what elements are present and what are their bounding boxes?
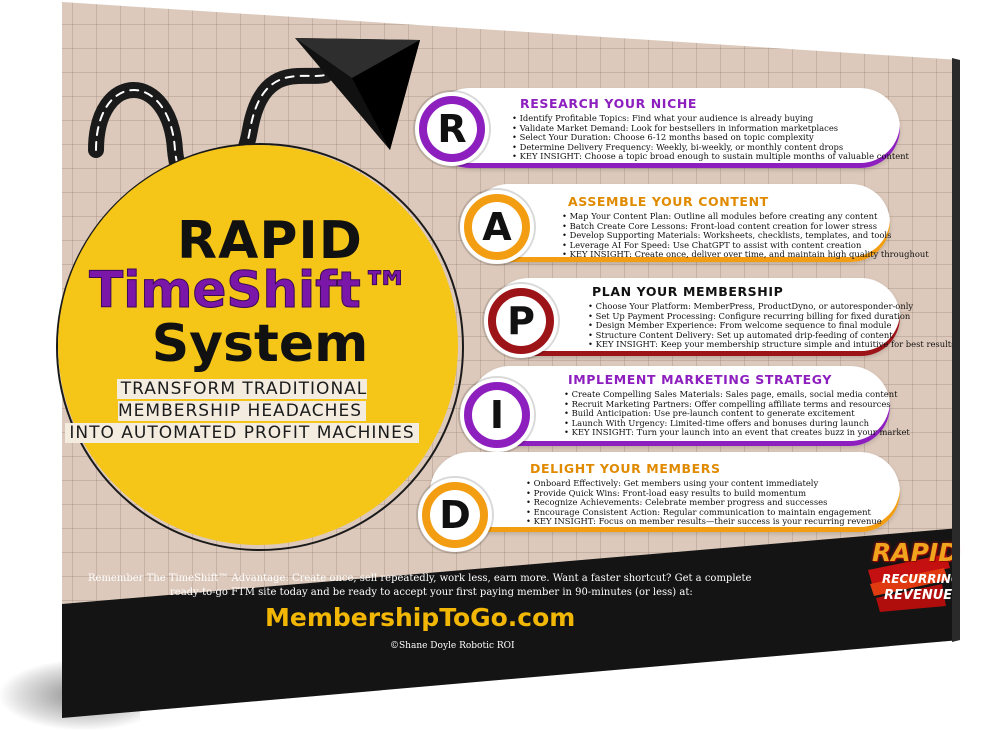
list-item: KEY INSIGHT: Create once, deliver over t…	[562, 250, 929, 260]
step-assemble-badge: A	[460, 190, 534, 264]
list-item: Identify Profitable Topics: Find what yo…	[512, 113, 909, 124]
list-item: Determine Delivery Frequency: Weekly, bi…	[512, 142, 909, 153]
list-item: Leverage AI For Speed: Use ChatGPT to as…	[562, 240, 929, 251]
list-item: Launch With Urgency: Limited-time offers…	[564, 418, 910, 429]
poster-edge	[952, 58, 960, 642]
copyright: ©Shane Doyle Robotic ROI	[390, 641, 515, 651]
title-timeshift: TimeShift™	[89, 261, 412, 319]
footer-line-1: Remember The TimeShift™ Advantage: Creat…	[88, 573, 752, 584]
step-assemble-list: Map Your Content Plan: Outline all modul…	[562, 211, 929, 260]
step-assemble-title: Assemble Your Content	[568, 194, 769, 209]
title-rapid: RAPID	[177, 211, 363, 271]
title-system: System	[151, 314, 369, 374]
list-item: Set Up Payment Processing: Configure rec…	[588, 311, 955, 322]
letter-i: I	[472, 390, 522, 440]
logo-revenue: REVENUE	[884, 588, 953, 603]
step-delight-list: Onboard Effectively: Get members using y…	[526, 478, 882, 527]
list-item: Onboard Effectively: Get members using y…	[526, 478, 882, 489]
letter-a: A	[472, 202, 522, 252]
paper-plane-icon	[295, 38, 420, 150]
letter-p: P	[496, 296, 546, 346]
step-implement-list: Create Compelling Sales Materials: Sales…	[564, 389, 910, 438]
list-item: Create Compelling Sales Materials: Sales…	[564, 389, 910, 400]
list-item: Recognize Achievements: Celebrate member…	[526, 498, 882, 508]
letter-d: D	[430, 490, 480, 540]
subtitle-line-2: into Automated Profit Machines	[65, 423, 419, 443]
step-plan-badge: P	[484, 284, 558, 358]
list-item: Structure Content Delivery: Set up autom…	[588, 330, 955, 341]
list-item: Choose Your Platform: MemberPress, Produ…	[588, 301, 955, 312]
footer-url-link[interactable]: MembershipToGo.com	[265, 603, 576, 632]
letter-r: R	[427, 104, 477, 154]
step-implement-title: Implement Marketing Strategy	[568, 372, 833, 387]
list-item: KEY INSIGHT: Turn your launch into an ev…	[564, 428, 910, 438]
list-item: Develop Supporting Materials: Worksheets…	[562, 231, 929, 241]
step-delight-badge: D	[418, 478, 492, 552]
list-item: KEY INSIGHT: Keep your membership struct…	[588, 340, 956, 350]
logo-flame-icon	[868, 554, 950, 612]
step-plan-title: Plan Your Membership	[592, 284, 784, 299]
list-item: Select Your Duration: Choose 6-12 months…	[512, 133, 909, 143]
step-implement-badge: I	[460, 378, 534, 452]
step-research-list: Identify Profitable Topics: Find what yo…	[512, 113, 909, 162]
logo-recurring: RECURRING	[882, 572, 961, 586]
step-delight-title: Delight Your Members	[530, 461, 721, 476]
list-item: Validate Market Demand: Look for bestsel…	[512, 123, 909, 134]
circle-outline	[56, 143, 464, 551]
list-item: KEY INSIGHT: Focus on member results—the…	[526, 517, 882, 527]
logo-rapid: RAPID	[872, 538, 959, 567]
step-plan-list: Choose Your Platform: MemberPress, Produ…	[588, 301, 956, 350]
list-item: Batch Create Core Lessons: Front-load co…	[562, 221, 929, 232]
list-item: Map Your Content Plan: Outline all modul…	[562, 211, 929, 222]
list-item: KEY INSIGHT: Choose a topic broad enough…	[512, 152, 909, 162]
step-research-title: Research Your Niche	[520, 96, 698, 111]
step-research-badge: R	[415, 92, 489, 166]
list-item: Design Member Experience: From welcome s…	[588, 321, 955, 331]
list-item: Build Anticipation: Use pre-launch conte…	[564, 409, 910, 419]
list-item: Encourage Consistent Action: Regular com…	[526, 507, 882, 518]
list-item: Provide Quick Wins: Front-load easy resu…	[526, 488, 882, 499]
subtitle-line-1: Transform Traditional Membership Headach…	[116, 379, 368, 421]
rapid-recurring-revenue-logo: RAPID RECURRING REVENUE	[862, 534, 961, 612]
subtitle: Transform Traditional Membership Headach…	[62, 378, 422, 444]
title-circle	[63, 150, 453, 540]
list-item: Recruit Marketing Partners: Offer compel…	[564, 399, 910, 410]
footer-line-2: ready-to-go FTM site today and be ready …	[170, 587, 693, 598]
